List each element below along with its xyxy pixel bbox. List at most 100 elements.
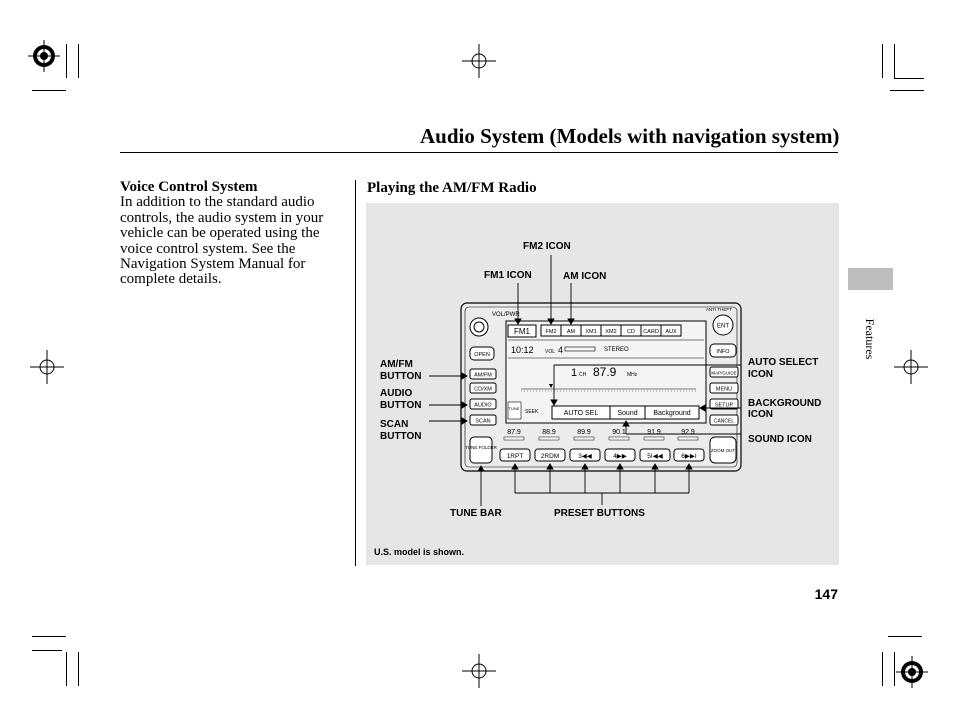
background-icon bbox=[644, 405, 700, 420]
tab-aux: AUX bbox=[665, 329, 677, 335]
registration-target-icon bbox=[896, 656, 928, 688]
section-tab-label: Features bbox=[863, 318, 877, 360]
map-guide-button: MAP/GUIDE bbox=[711, 371, 736, 376]
preset-frequency-row: 87.9 88.9 89.9 90.1 91.9 92.9 bbox=[503, 429, 699, 441]
channel-readout: 1 bbox=[571, 367, 577, 379]
callout-am-icon: AM ICON bbox=[563, 271, 606, 282]
registration-target-icon bbox=[28, 40, 60, 72]
ent-knob bbox=[712, 314, 734, 336]
preset-button-4: 4▶▶ bbox=[613, 453, 628, 460]
tab-xm2: XM2 bbox=[605, 329, 616, 335]
radio-figure: VOL/PWR ENT ANTI THEFT FM1 FM2 AM XM1 XM… bbox=[366, 203, 839, 565]
crosshair-icon bbox=[30, 350, 64, 384]
callout-scan-button-line2: BUTTON bbox=[380, 431, 421, 442]
crop-mark bbox=[894, 44, 895, 78]
scan-button: SCAN bbox=[475, 419, 490, 425]
crosshair-icon bbox=[462, 654, 496, 688]
preset-buttons-row: 1RPT 2RDM 3◀◀ 4▶▶ 5I◀◀ 6▶▶I bbox=[499, 448, 705, 462]
section-tab bbox=[848, 268, 893, 290]
tab-fm2: FM2 bbox=[546, 329, 557, 335]
tab-cd: CD bbox=[627, 329, 635, 335]
vol-label: VOL bbox=[545, 349, 555, 355]
crop-mark bbox=[894, 652, 895, 686]
preset-button-1: 1RPT bbox=[507, 453, 524, 460]
crosshair-icon bbox=[894, 350, 928, 384]
callout-tune-bar: TUNE BAR bbox=[450, 508, 502, 519]
callout-labels: FM2 ICON FM1 ICON AM ICON AM/FM BUTTON A… bbox=[380, 241, 821, 519]
preset-freq-2: 88.9 bbox=[542, 429, 556, 436]
crop-mark bbox=[78, 652, 79, 686]
preset-freq-4: 90.1 bbox=[612, 429, 626, 436]
callout-sound-icon: SOUND ICON bbox=[748, 434, 812, 445]
volume-readout: 4 bbox=[558, 345, 563, 355]
crop-mark bbox=[66, 44, 67, 78]
audio-button: AUDIO bbox=[474, 403, 492, 409]
crop-mark bbox=[882, 652, 883, 686]
crop-mark bbox=[894, 78, 924, 79]
background-label: Background bbox=[653, 410, 690, 417]
callout-fm2-icon: FM2 ICON bbox=[523, 241, 571, 252]
crop-mark bbox=[882, 44, 883, 78]
am-fm-button: AM/FM bbox=[474, 373, 492, 379]
tab-fm1: FM1 bbox=[514, 327, 531, 336]
anti-theft-label: ANTI THEFT bbox=[706, 307, 732, 312]
cancel-button: CANCEL bbox=[714, 419, 735, 425]
zoom-out-label: ZOOM OUT bbox=[711, 448, 735, 453]
tab-xm1: XM1 bbox=[585, 329, 596, 335]
svg-text:TUNE: TUNE bbox=[509, 406, 520, 411]
callout-auto-select-line2: ICON bbox=[748, 369, 773, 380]
left-button-column: OPEN AM/FM CD/XM AUDIO SCAN TUNE FOLDER bbox=[465, 346, 498, 464]
stereo-indicator: STEREO bbox=[604, 347, 629, 353]
tab-am: AM bbox=[567, 329, 576, 335]
callout-background-line1: BACKGROUND bbox=[748, 398, 821, 409]
ch-label: CH bbox=[579, 372, 587, 378]
callout-audio-button-line2: BUTTON bbox=[380, 400, 421, 411]
preset-freq-5: 91.9 bbox=[647, 429, 661, 436]
callout-am-fm-button-line2: BUTTON bbox=[380, 371, 421, 382]
crosshair-icon bbox=[462, 44, 496, 78]
frequency-readout: 87.9 bbox=[593, 365, 617, 379]
ent-label: ENT bbox=[717, 324, 729, 330]
crop-mark bbox=[32, 650, 62, 651]
open-button: OPEN bbox=[474, 352, 490, 358]
seek-label: SEEK bbox=[525, 409, 539, 415]
preset-button-6: 6▶▶I bbox=[681, 453, 697, 460]
title-rule bbox=[120, 152, 838, 153]
crop-mark bbox=[66, 652, 67, 686]
tab-card: CARD bbox=[643, 329, 659, 335]
clock-readout: 10:12 bbox=[511, 345, 534, 355]
crop-mark bbox=[890, 90, 924, 91]
callout-scan-button-line1: SCAN bbox=[380, 419, 408, 430]
page-title: Audio System (Models with navigation sys… bbox=[420, 124, 840, 148]
callout-fm1-icon: FM1 ICON bbox=[484, 270, 532, 281]
radio-diagram: VOL/PWR ENT ANTI THEFT FM1 FM2 AM XM1 XM… bbox=[374, 241, 821, 557]
preset-freq-3: 89.9 bbox=[577, 429, 591, 436]
callout-am-fm-button-line1: AM/FM bbox=[380, 359, 413, 370]
mhz-label: MHz bbox=[627, 372, 638, 378]
section-heading-radio: Playing the AM/FM Radio bbox=[367, 180, 537, 196]
callout-auto-select-line1: AUTO SELECT bbox=[748, 357, 818, 368]
preset-button-2: 2RDM bbox=[541, 453, 559, 460]
right-button-column: INFO MAP/GUIDE MENU SETUP CANCEL ZOOM OU… bbox=[709, 343, 739, 464]
page-number: 147 bbox=[814, 586, 838, 602]
callout-background-line2: ICON bbox=[748, 409, 773, 420]
tune-folder-label: TUNE FOLDER bbox=[465, 445, 498, 450]
crop-mark bbox=[78, 44, 79, 78]
volume-bar bbox=[564, 346, 596, 352]
left-column: Voice Control System In addition to the … bbox=[120, 179, 340, 288]
callout-audio-button-line1: AUDIO bbox=[380, 388, 412, 399]
preset-button-3: 3◀◀ bbox=[578, 453, 593, 460]
figure-caption: U.S. model is shown. bbox=[374, 547, 464, 557]
auto-sel-label: AUTO SEL bbox=[564, 410, 599, 417]
section-body: In addition to the standard audio contro… bbox=[120, 194, 324, 288]
preset-freq-1: 87.9 bbox=[507, 429, 521, 436]
crop-mark bbox=[32, 90, 66, 91]
info-button: INFO bbox=[716, 349, 730, 355]
callout-leaders bbox=[429, 255, 741, 506]
menu-button: MENU bbox=[716, 387, 732, 393]
crop-mark bbox=[32, 636, 66, 637]
crop-mark bbox=[888, 636, 922, 637]
preset-button-5: 5I◀◀ bbox=[647, 453, 663, 460]
column-divider bbox=[355, 180, 356, 566]
preset-freq-6: 92.9 bbox=[681, 429, 695, 436]
